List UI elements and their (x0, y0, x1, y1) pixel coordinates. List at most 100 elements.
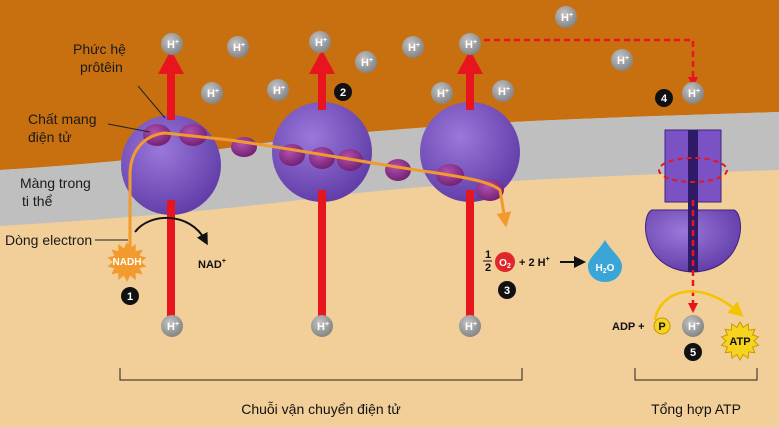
label-protein-complex-1: Phức hệ (73, 41, 126, 57)
atp-bracket (634, 368, 758, 381)
h-ion: H+ (431, 82, 453, 104)
h-ion-circle (355, 51, 377, 73)
h-ion-circle (402, 36, 424, 58)
h-ion-label: H+ (167, 321, 179, 333)
carrier-9 (476, 179, 504, 201)
nadh-label: NADH (113, 257, 142, 268)
h-ion: H+ (611, 49, 633, 71)
h-ion-circle (431, 82, 453, 104)
label-electron-flow: Dòng electron (5, 232, 92, 248)
h-ion-circle (227, 36, 249, 58)
protein-complex-3 (420, 102, 520, 202)
oxygen-equation: 1 2 O2 + 2 H+ H2O (483, 240, 622, 282)
step-marker-5: 5 (684, 343, 702, 361)
h-ion-label: H+ (317, 321, 329, 333)
atp-caption: Tổng hợp ATP (651, 401, 741, 417)
step-marker-label: 5 (690, 347, 696, 359)
step-marker-3: 3 (498, 281, 516, 299)
atp-star-shape (720, 320, 760, 362)
h-ion-circle (682, 315, 704, 337)
h-ions: H+ H+ H+ H+ H+ H+ H+ H+ H+ H+ H+ H+ H+ H+ H+ H+ H+ (161, 6, 704, 337)
proton-arrow-2-upper (318, 70, 326, 110)
h-ion-label: H+ (437, 88, 449, 100)
h-ion-circle (267, 79, 289, 101)
h-ion: H+ (492, 80, 514, 102)
h-ion-label: H+ (617, 55, 629, 67)
h-ion-circle (492, 80, 514, 102)
half-numerator: 1 (485, 249, 491, 261)
h-ion: H+ (459, 315, 481, 337)
atp-label: ATP (729, 336, 750, 348)
pointer-electron-carrier (107, 123, 151, 133)
h-ion-circle (201, 82, 223, 104)
h-ion-label: H+ (361, 57, 373, 69)
h-ion-circle (459, 33, 481, 55)
carrier-7 (385, 159, 411, 181)
h-ion-label: H+ (498, 86, 510, 98)
phosphate-label: P (658, 321, 665, 333)
step-marker-2: 2 (334, 83, 352, 101)
plus-two-h: + 2 H+ (519, 256, 550, 269)
h-ion-label: H+ (465, 39, 477, 51)
water-label: H2O (596, 263, 615, 275)
h-ion: H+ (227, 36, 249, 58)
h-ion: H+ (161, 315, 183, 337)
proton-arrow-1-head (158, 50, 184, 74)
nadh-star-shape (107, 242, 147, 282)
h-ion-circle (161, 33, 183, 55)
step-marker-4: 4 (655, 89, 673, 107)
h-ion-label: H+ (688, 88, 700, 100)
phosphate-circle (653, 317, 671, 335)
oxygen-label: O2 (499, 258, 511, 270)
step-marker-circle (121, 287, 139, 305)
adp-plus-label: ADP + (612, 321, 645, 333)
nad-arrow (134, 217, 208, 246)
h-ion: H+ (311, 315, 333, 337)
step-marker-label: 1 (127, 291, 133, 303)
water-drop (588, 240, 622, 282)
step-marker-circle (498, 281, 516, 299)
h-ion: H+ (682, 82, 704, 104)
carrier-5 (309, 147, 335, 169)
h-ion: H+ (555, 6, 577, 28)
electron-flow-path (128, 131, 512, 250)
proton-arrow-1-lower (167, 200, 175, 330)
h-ion-label: H+ (408, 42, 420, 54)
h-ion-label: H+ (273, 85, 285, 97)
h-ion-label: H+ (561, 12, 573, 24)
proton-arrow-2-head (309, 50, 335, 74)
h-ion: H+ (459, 33, 481, 55)
h-ion-label: H+ (465, 321, 477, 333)
h-ion-circle (309, 31, 331, 53)
proton-arrow-3-head (457, 50, 483, 74)
proton-arrow-1-upper (167, 70, 175, 120)
label-electron-carrier-2: điện tử (28, 129, 72, 145)
proton-arrow-3-lower (466, 190, 474, 330)
pointer-protein-complex (137, 85, 166, 119)
h-ion-label: H+ (315, 37, 327, 49)
h-ion-label: H+ (233, 42, 245, 54)
h-ion-label: H+ (688, 321, 700, 333)
etc-bracket (119, 368, 523, 381)
h-ion: H+ (267, 79, 289, 101)
label-inner-membrane-2: ti thể (22, 193, 53, 209)
h-ion-label: H+ (167, 39, 179, 51)
h-ion: H+ (402, 36, 424, 58)
step-marker-label: 2 (340, 87, 346, 99)
h-ion-label: H+ (207, 88, 219, 100)
oxygen-molecule (495, 252, 515, 272)
step-markers: 1 2 3 4 5 (121, 83, 702, 361)
proton-arrow-2-lower (318, 190, 326, 330)
step-marker-circle (334, 83, 352, 101)
label-electron-carrier-1: Chất mang (28, 111, 96, 127)
step-marker-circle (684, 343, 702, 361)
h-ion: H+ (309, 31, 331, 53)
nadh-star: NADH (107, 242, 147, 282)
h-ion-circle (161, 315, 183, 337)
h-ion-circle (459, 315, 481, 337)
h-ion: H+ (682, 315, 704, 337)
step-marker-label: 4 (661, 93, 668, 105)
atp-synthesis: ADP + P ATP (612, 290, 760, 362)
